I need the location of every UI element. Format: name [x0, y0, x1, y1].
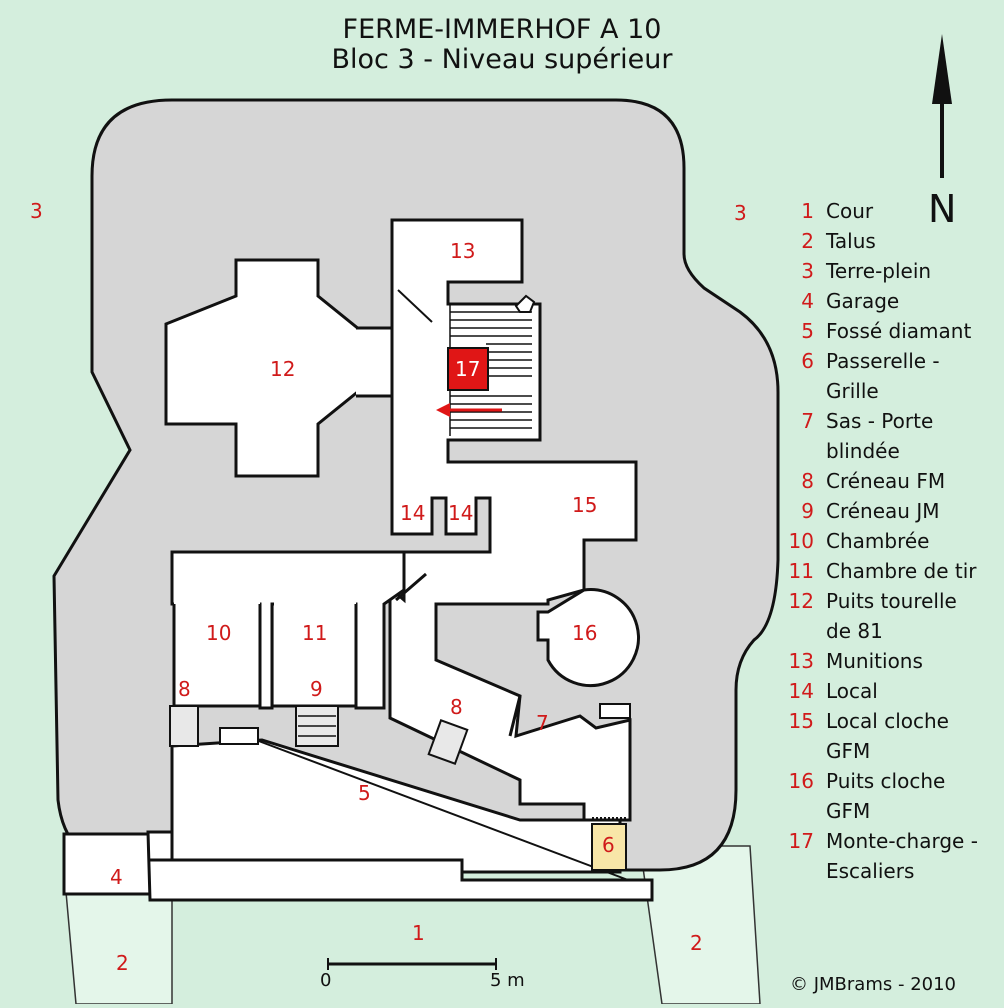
legend-number: 3 [801, 259, 814, 283]
label-13: 13 [450, 239, 475, 263]
label-3-left: 3 [30, 199, 43, 223]
legend-number: 17 [789, 829, 814, 853]
door-11 [395, 572, 427, 602]
legend-label: Chambre de tir [826, 559, 977, 583]
legend-label: Passerelle - [826, 349, 940, 373]
stair-post [514, 294, 536, 313]
scale-start-label: 0 [320, 970, 331, 991]
label-8-right: 8 [450, 695, 463, 719]
label-10: 10 [206, 621, 231, 645]
legend-label: Monte-charge - [826, 829, 978, 853]
label-6: 6 [602, 833, 615, 857]
legend-number: 11 [789, 559, 814, 583]
legend-label: blindée [826, 439, 900, 463]
legend-label: Garage [826, 289, 899, 313]
label-11: 11 [302, 621, 327, 645]
north-arrow-icon [932, 34, 952, 104]
label-15: 15 [572, 493, 597, 517]
north-label: N [928, 187, 956, 231]
legend-label: Puits cloche [826, 769, 945, 793]
scale-end-label: 5 m [490, 970, 525, 991]
legend-label: Chambrée [826, 529, 929, 553]
chambree-walls [172, 604, 262, 708]
puits-16 [536, 588, 640, 688]
legend-label: Escaliers [826, 859, 914, 883]
creneau-8-left [169, 705, 199, 747]
title-line1: FERME-IMMERHOF A 10 [343, 14, 662, 45]
label-3-right: 3 [734, 201, 747, 225]
stairs [449, 304, 532, 436]
label-7: 7 [536, 711, 549, 735]
legend-number: 9 [801, 499, 814, 523]
legend: 1 Cour 2 Talus 3 Terre-plein 4 Garage 5 Fossé dia… [789, 199, 978, 883]
legend-label: Munitions [826, 649, 923, 673]
legend-label: Puits tourelle [826, 589, 957, 613]
label-2-left: 2 [116, 951, 129, 975]
monte-charge-17 [447, 347, 489, 391]
legend-number: 6 [801, 349, 814, 373]
legend-label: GFM [826, 739, 870, 763]
legend-number: 7 [801, 409, 814, 433]
legend-number: 10 [789, 529, 814, 553]
legend-label: Grille [826, 379, 879, 403]
legend-label: Terre-plein [825, 259, 931, 283]
sas-7-niche [599, 703, 631, 719]
legend-number: 14 [789, 679, 814, 703]
title-line2: Bloc 3 - Niveau supérieur [332, 44, 674, 75]
label-16: 16 [572, 621, 597, 645]
chambree-10 [174, 600, 260, 706]
legend-label: Local cloche [826, 709, 949, 733]
legend-number: 13 [789, 649, 814, 673]
label-4: 4 [110, 865, 123, 889]
label-14-left: 14 [400, 501, 425, 525]
legend-label: Local [826, 679, 878, 703]
legend-number: 16 [789, 769, 814, 793]
label-14-right: 14 [448, 501, 473, 525]
label-9: 9 [310, 677, 323, 701]
legend-number: 5 [801, 319, 814, 343]
label-1: 1 [412, 921, 425, 945]
legend-label: de 81 [826, 619, 883, 643]
legend-number: 1 [801, 199, 814, 223]
passerelle-6 [591, 823, 627, 871]
sas-7-wall [508, 695, 522, 737]
turret-12 [164, 258, 362, 478]
legend-label: Cour [826, 199, 874, 223]
creneau-8-right [427, 719, 469, 765]
direction-arrow-head [436, 403, 450, 417]
label-17: 17 [455, 357, 480, 381]
legend-number: 8 [801, 469, 814, 493]
chambre-tir-11 [274, 600, 356, 706]
label-8-left: 8 [178, 677, 191, 701]
talus-left [65, 891, 173, 1005]
legend-number: 12 [789, 589, 814, 613]
label-12: 12 [270, 357, 295, 381]
legend-label: Créneau FM [826, 469, 945, 493]
label-2-right: 2 [690, 931, 703, 955]
legend-label: Fossé diamant [826, 319, 971, 343]
legend-label: Créneau JM [826, 499, 939, 523]
legend-label: Talus [825, 229, 876, 253]
fosse-line [255, 739, 629, 881]
niche-left [219, 727, 259, 745]
door-13 [397, 289, 433, 323]
copyright: © JMBrams - 2010 [790, 974, 956, 995]
legend-number: 4 [801, 289, 814, 313]
legend-label: Sas - Porte [826, 409, 933, 433]
label-5: 5 [358, 781, 371, 805]
fosse-diamant [150, 738, 622, 874]
legend-number: 15 [789, 709, 814, 733]
legend-label: GFM [826, 799, 870, 823]
legend-number: 2 [801, 229, 814, 253]
